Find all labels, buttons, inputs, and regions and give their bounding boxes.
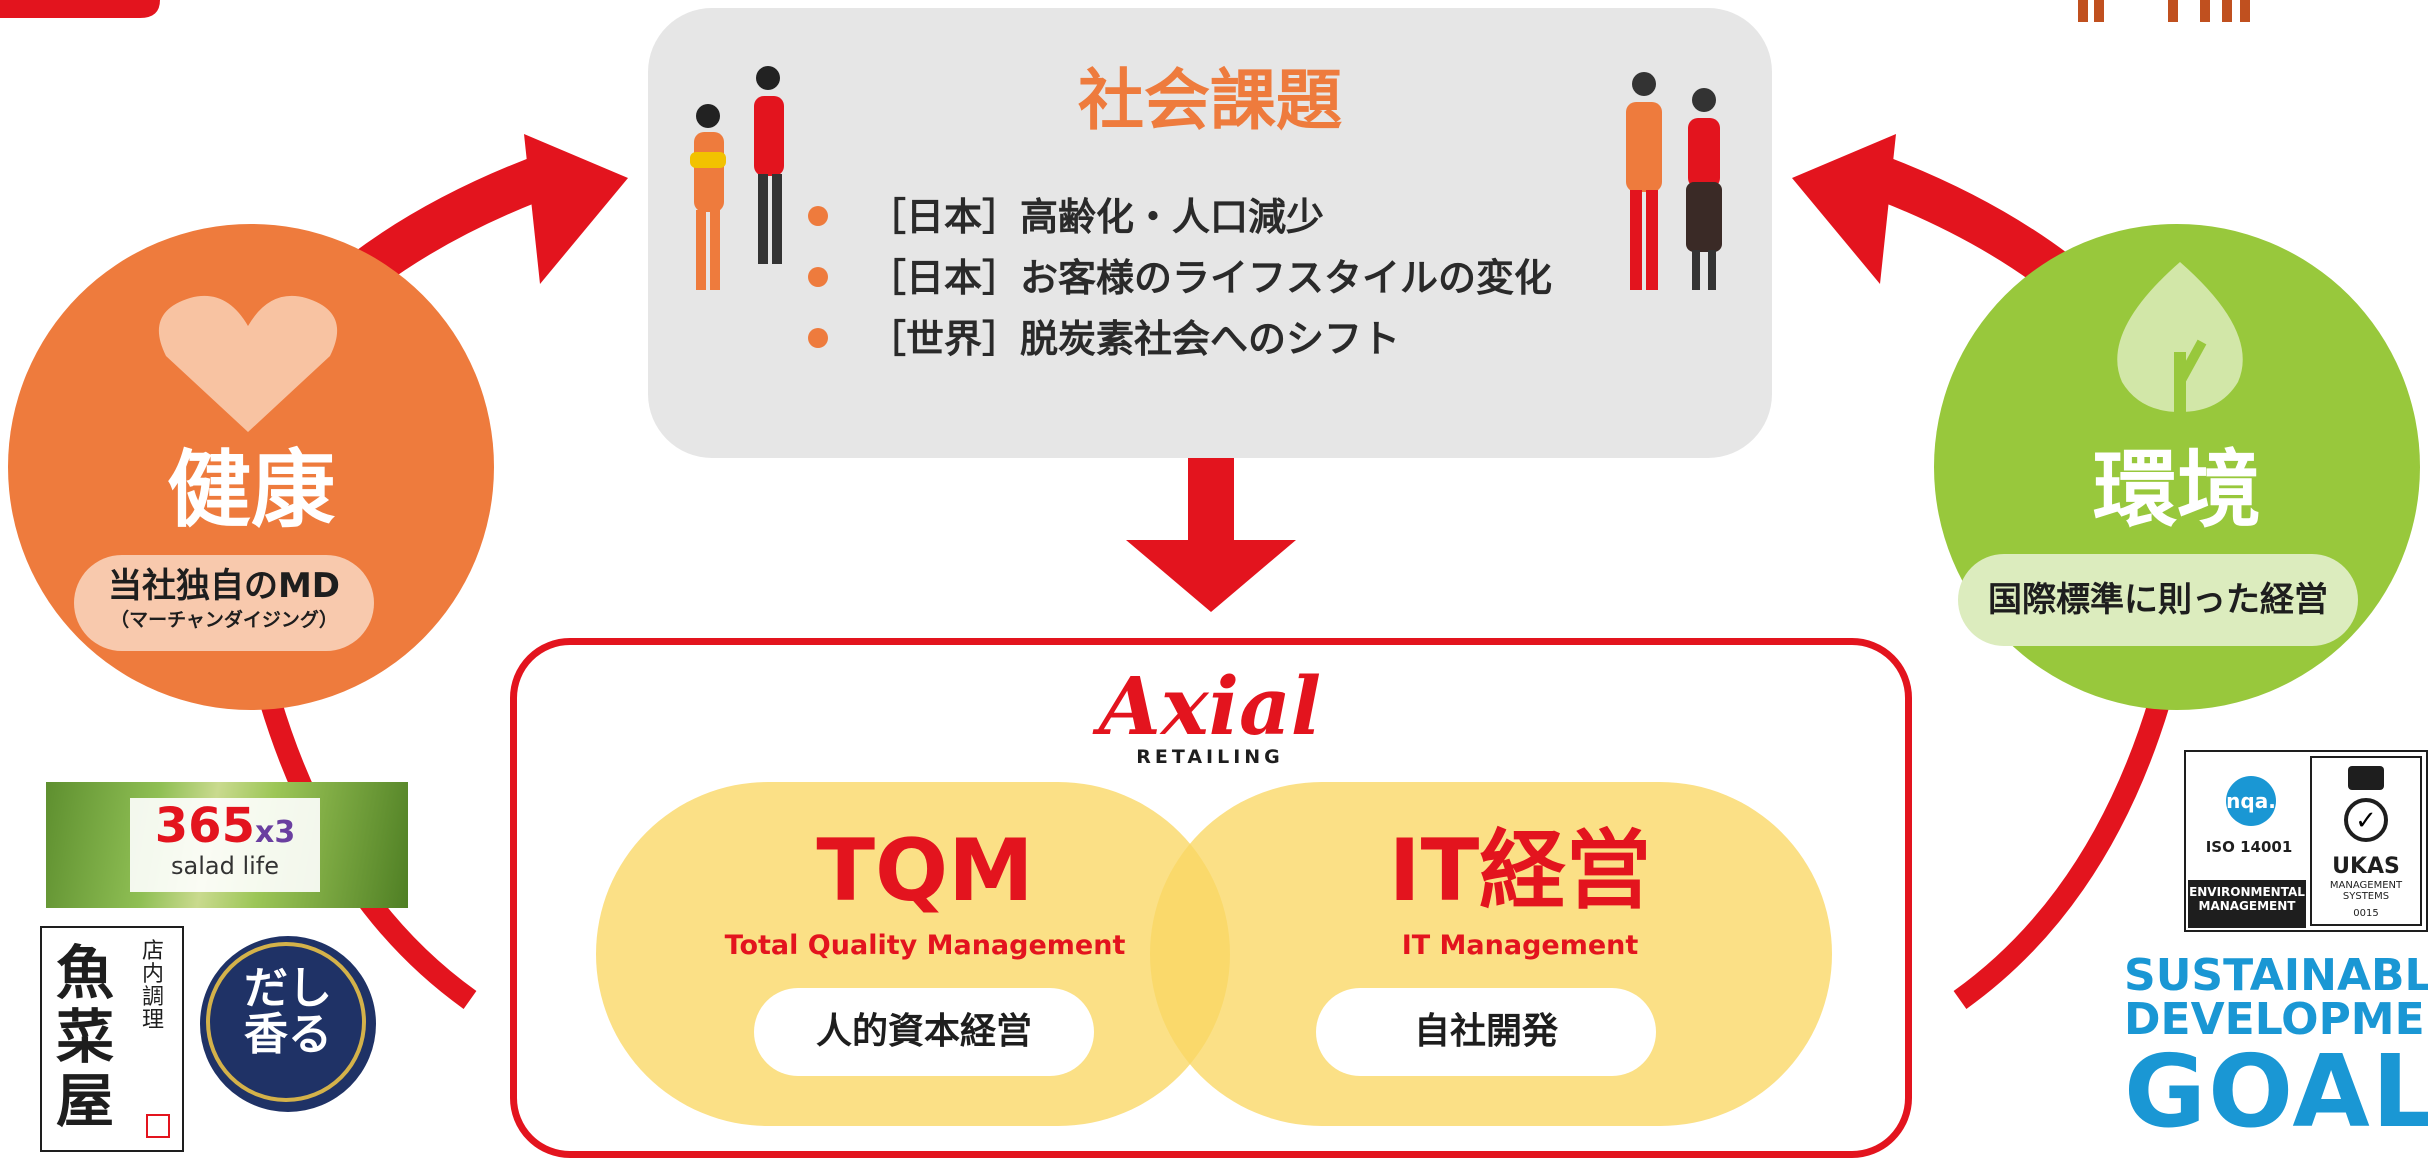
ukas-text: UKAS [2332, 854, 2400, 879]
salad-life-label: 365x3 salad life [130, 798, 320, 892]
health-title: 健康 [166, 441, 335, 539]
arrow-health-head [524, 134, 628, 284]
corner-tab [0, 0, 160, 18]
tqm-subtitle: Total Quality Management [724, 930, 1126, 961]
iso-label: ENVIRONMENTAL MANAGEMENT [2188, 880, 2306, 928]
issue-item: ［日本］お客様のライフスタイルの変化 [808, 259, 1668, 297]
sdg-line2: DEVELOPMENT [2124, 994, 2428, 1045]
tqm-pill: 人的資本経営 [754, 988, 1094, 1076]
issue-text: ［世界］脱炭素社会へのシフト [868, 317, 1401, 361]
ukas-sub: MANAGEMENT SYSTEMS [2329, 880, 2403, 902]
health-pill-sub: （マーチャンダイジング） [110, 609, 338, 631]
it-pill: 自社開発 [1316, 988, 1656, 1076]
check-icon: ✓ [2344, 798, 2388, 842]
sdg-line3: GOALS [2124, 1033, 2428, 1150]
heart-icon [158, 295, 338, 432]
issue-item: ［日本］高齢化・人口減少 [808, 198, 1668, 236]
bullet-icon [808, 327, 828, 348]
top-right-figures [2078, 0, 2250, 22]
uosaiya-small: 店内調理 [142, 939, 165, 1034]
nqa-badge: nqa. [2226, 776, 2276, 826]
uosaiya-logo: 店内調理 魚菜屋 [40, 926, 184, 1152]
leaf-icon [2117, 262, 2243, 432]
axial-logo: Axial [1098, 659, 1322, 753]
environment-title: 環境 [2092, 441, 2261, 539]
ukas-panel: ✓ UKAS MANAGEMENT SYSTEMS 0015 [2310, 756, 2422, 926]
it-subtitle: IT Management [1401, 930, 1639, 961]
crown-icon [2348, 766, 2384, 790]
dashi-ring [206, 942, 366, 1102]
family-illustration [690, 66, 784, 290]
issue-item: ［世界］脱炭素社会へのシフト [808, 320, 1668, 358]
bullet-icon [808, 205, 828, 226]
arrow-env-head [1792, 134, 1896, 284]
tqm-title: TQM [816, 821, 1034, 921]
it-title: IT経営 [1388, 821, 1652, 921]
environment-pill: 国際標準に則った経営 [1958, 554, 2358, 646]
health-pill: 当社独自のMD （マーチャンダイジング） [74, 555, 374, 651]
salad-text: salad life [171, 852, 279, 880]
axial-logo-sub: RETAILING [1136, 746, 1284, 768]
couple-illustration [1626, 72, 1722, 290]
dashi-kaoru-logo: だし香る [200, 936, 376, 1112]
salad-multiplier: x3 [254, 815, 296, 850]
ukas-number: 0015 [2353, 908, 2379, 919]
bullet-icon [808, 266, 828, 287]
social-issues-title: 社会課題 [1078, 62, 1342, 139]
uosaiya-main: 魚菜屋 [56, 939, 115, 1135]
down-arrow-head [1126, 540, 1296, 612]
seal-icon [146, 1114, 170, 1138]
sdg-line1: SUSTAINABLE [2124, 950, 2428, 1001]
issue-text: ［日本］高齢化・人口減少 [868, 195, 1325, 239]
iso-number: ISO 14001 [2205, 838, 2293, 856]
sdg-logo: SUSTAINABLE DEVELOPMENT GOALS [2124, 954, 2428, 1142]
issue-text: ［日本］お客様のライフスタイルの変化 [868, 256, 1553, 300]
health-pill-main: 当社独自のMD [107, 566, 341, 606]
salad-number: 365 [154, 798, 255, 854]
social-issues-box [648, 8, 1772, 458]
arc-right-lower [1953, 696, 2171, 1009]
iso-certification-logo: nqa. ISO 14001 ENVIRONMENTAL MANAGEMENT … [2184, 750, 2428, 932]
